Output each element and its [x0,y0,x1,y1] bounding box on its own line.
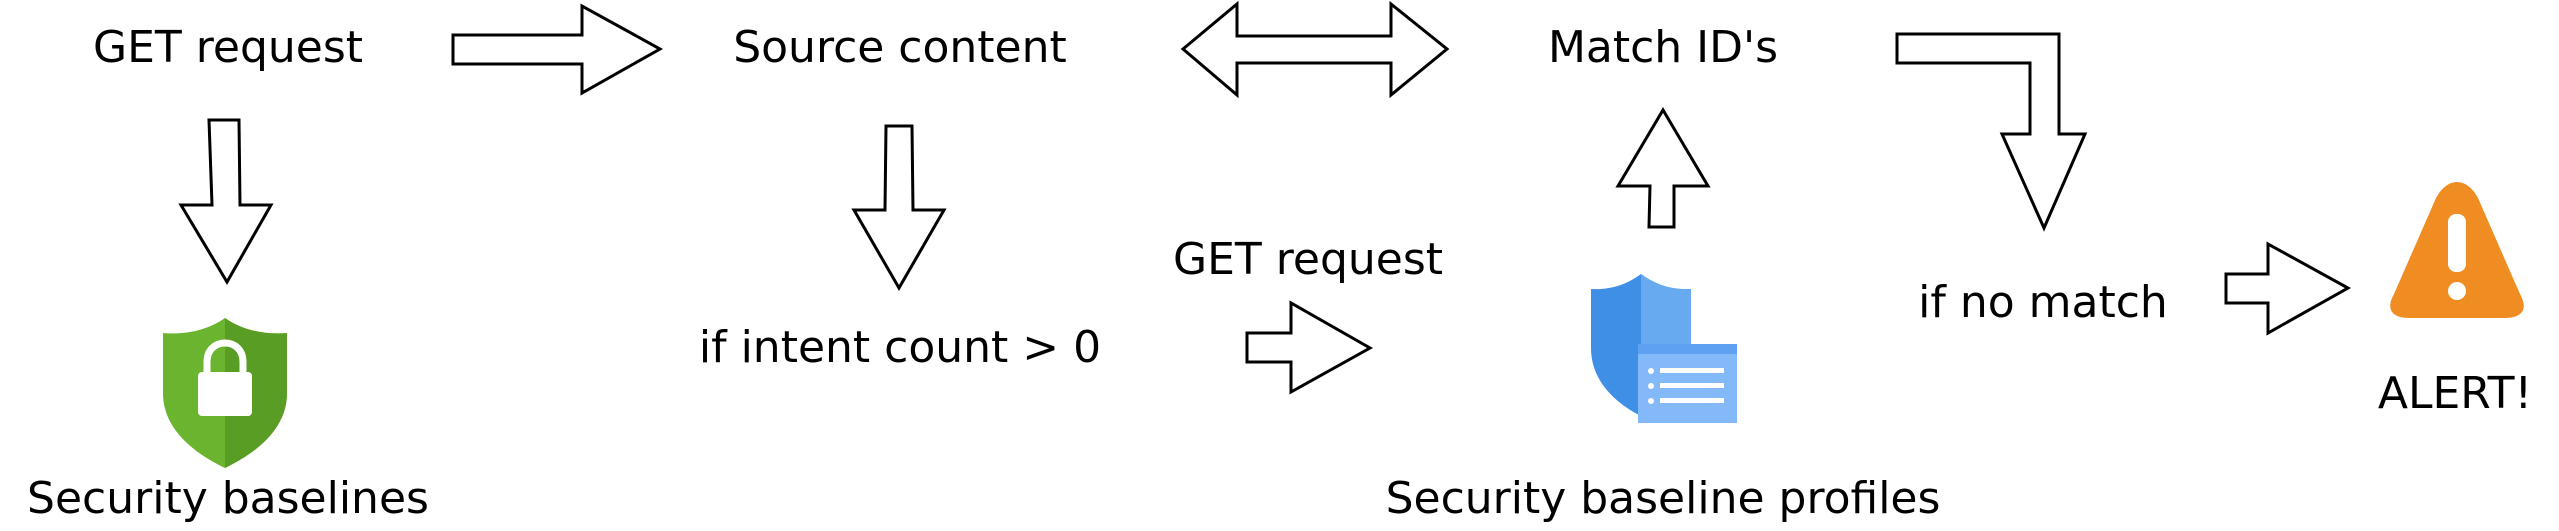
double-arrow-source-match [1180,0,1450,99]
get-request-mid-label: GET request [1173,234,1443,285]
arrow-down-get-to-baselines [178,118,274,285]
alert-label: ALERT! [2378,368,2532,419]
orange-alert-triangle-icon [2390,182,2524,318]
get-request-top-label: GET request [93,22,363,73]
match-ids-label: Match ID's [1548,22,1778,73]
arrow-down-source-to-intent [851,124,947,292]
security-baselines-label: Security baselines [27,473,429,524]
if-intent-count-label: if intent count > 0 [699,322,1101,373]
if-no-match-label: if no match [1918,277,2168,328]
elbow-arrow-match-to-nomatch [1895,32,2088,232]
source-content-label: Source content [733,22,1067,73]
arrow-up-profiles-to-match [1615,107,1711,229]
arrow-right-intent-to-get [1245,300,1374,395]
arrow-right-nomatch-to-alert [2224,241,2352,336]
arrow-right-get-to-source [451,3,664,96]
blue-shield-profile-icon [1591,274,1737,423]
security-baseline-profiles-label: Security baseline profiles [1386,473,1941,524]
green-lock-shield-icon [163,318,287,468]
